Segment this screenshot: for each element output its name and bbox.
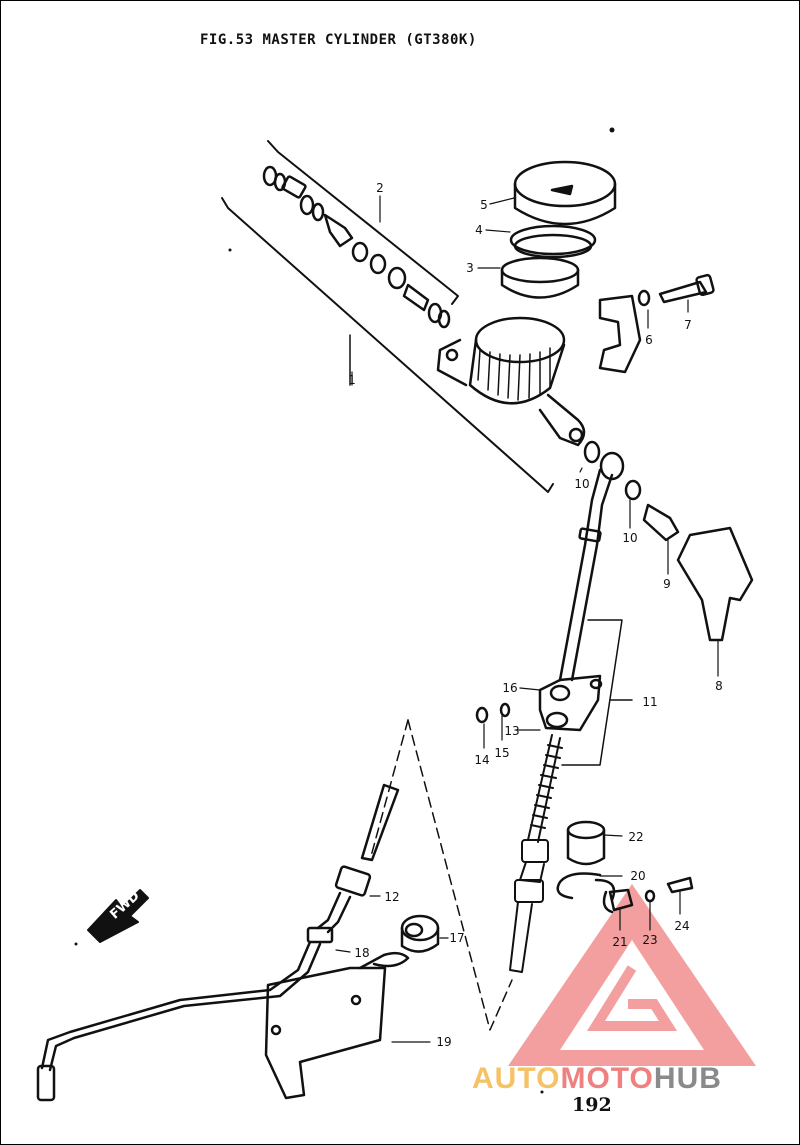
watermark-part-hub: HUB	[653, 1062, 722, 1095]
callout-15: 15	[494, 746, 510, 760]
bracket-11	[561, 619, 623, 766]
piston-kit	[262, 165, 451, 329]
bracket-2	[267, 140, 459, 305]
callout-8: 8	[715, 679, 723, 693]
callout-17: 17	[449, 931, 465, 945]
rear-brake-pipe	[36, 783, 400, 1102]
bracket-1	[221, 197, 554, 493]
callout-11: 11	[642, 695, 658, 709]
fwd-arrow-icon	[87, 889, 149, 943]
callout-7: 7	[684, 318, 692, 332]
callout-10-lower: 10	[622, 531, 638, 545]
callout-23: 23	[642, 933, 658, 947]
callout-24: 24	[674, 919, 690, 933]
callout-2: 2	[376, 181, 384, 195]
handlebar-clamp	[598, 273, 715, 374]
callout-20: 20	[630, 869, 646, 883]
master-cylinder-body	[436, 316, 586, 447]
callout-16: 16	[502, 681, 518, 695]
callout-4: 4	[475, 223, 483, 237]
dash-link-a	[369, 719, 409, 861]
callout-19: 19	[436, 1035, 452, 1049]
callout-10-upper: 10	[574, 477, 590, 491]
callout-13: 13	[504, 724, 520, 738]
callout-14: 14	[474, 753, 490, 767]
leader-lines	[335, 195, 719, 1043]
dot-mark	[609, 127, 615, 133]
grommet-17	[400, 914, 440, 953]
banjo-fittings	[583, 440, 754, 642]
callout-3: 3	[466, 261, 474, 275]
watermark-logo	[508, 884, 756, 1066]
reservoir-cap	[500, 160, 617, 299]
brake-hose	[558, 468, 614, 682]
dot-mark	[228, 248, 232, 252]
callout-1: 1	[348, 373, 356, 387]
grommet-22	[566, 820, 606, 866]
callout-22: 22	[628, 830, 644, 844]
dash-link-b	[407, 719, 513, 1031]
callout-21: 21	[612, 935, 628, 949]
callout-5: 5	[480, 198, 488, 212]
callout-12: 12	[384, 890, 400, 904]
watermark-part-auto: AUTO	[472, 1062, 561, 1095]
hose-clamp-plate	[538, 674, 603, 732]
nut-14	[475, 706, 489, 724]
callout-18: 18	[354, 946, 370, 960]
washer-15	[499, 702, 511, 718]
callout-9: 9	[663, 577, 671, 591]
guard-plate	[264, 951, 410, 1100]
dot-mark	[540, 1090, 544, 1094]
clip-and-small-parts	[556, 872, 694, 914]
page-number: 192	[572, 1094, 612, 1116]
callout-6: 6	[645, 333, 653, 347]
lower-hose	[509, 734, 563, 973]
dot-mark	[74, 942, 78, 946]
figure-title: FIG.53 MASTER CYLINDER (GT380K)	[200, 32, 477, 48]
watermark-text: AUTOMOTOHUB	[472, 1062, 722, 1096]
watermark-part-moto: MOTO	[560, 1062, 654, 1095]
